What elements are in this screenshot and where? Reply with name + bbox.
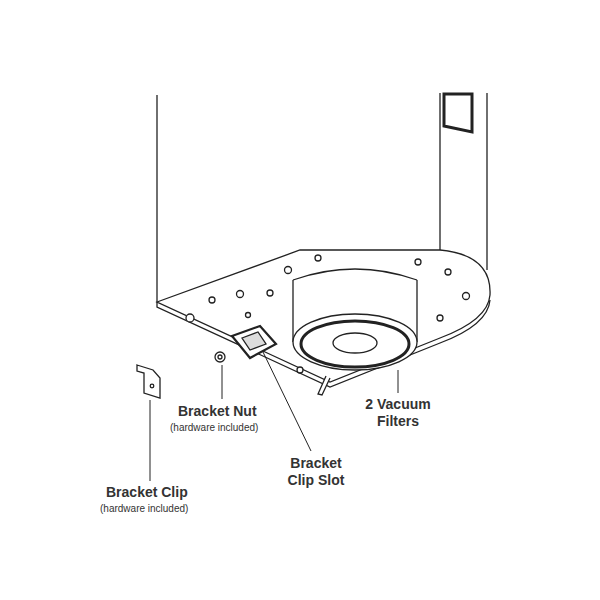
hole: [186, 314, 194, 322]
clip-slot: [232, 326, 276, 358]
leader-lines: [150, 352, 398, 481]
body-edge: [156, 95, 157, 302]
filter-hole: [333, 333, 377, 353]
plate-tab: [318, 376, 330, 395]
filter-housing: [293, 269, 417, 280]
hole: [297, 367, 303, 373]
hole: [463, 293, 470, 300]
part-label: Bracket Clip: [106, 484, 188, 501]
leader-line: [222, 365, 223, 399]
body-edge: [486, 93, 487, 270]
leader-line: [150, 400, 151, 481]
filter-ring: [301, 321, 409, 367]
leader-line: [263, 352, 311, 451]
hole: [445, 269, 451, 275]
part-label: Bracket Nut: [178, 403, 257, 420]
hole: [415, 259, 421, 265]
part-label: Bracket Clip Slot: [276, 455, 356, 489]
part-note: (hardware included): [100, 503, 188, 515]
hole: [315, 255, 321, 261]
body-panel: [444, 94, 472, 132]
hole: [237, 291, 244, 298]
part-note: (hardware included): [170, 422, 258, 434]
clip-slot-inner: [242, 332, 266, 350]
hole: [246, 313, 251, 318]
body-edge: [439, 93, 440, 252]
leader-line: [398, 370, 399, 393]
hole: [209, 297, 215, 303]
hole: [437, 315, 443, 321]
plate-edge: [157, 300, 490, 387]
bracket-nut-hole: [218, 355, 222, 359]
plate-holes: [186, 255, 470, 373]
bracket-clip-hole: [150, 384, 154, 388]
part-label: 2 Vacuum Filters: [358, 396, 438, 430]
bracket-nut: [215, 352, 225, 362]
hole: [267, 290, 273, 296]
filter-outer: [293, 314, 417, 370]
base-plate: [157, 250, 490, 382]
hole: [285, 267, 292, 274]
bracket-clip: [137, 365, 160, 398]
